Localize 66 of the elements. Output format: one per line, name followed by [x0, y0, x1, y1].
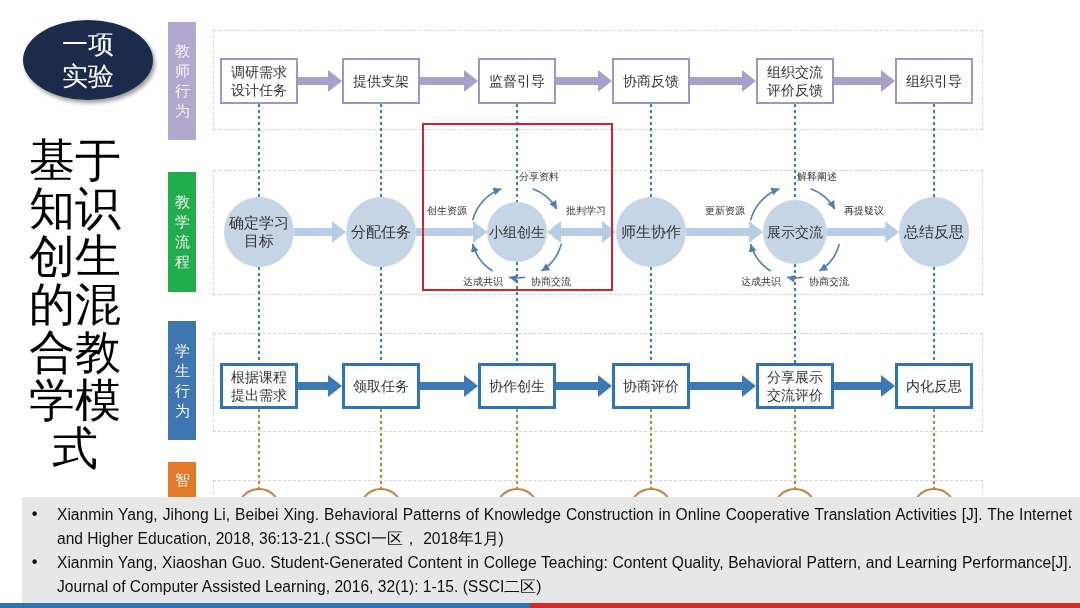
dashed-connector — [380, 408, 382, 489]
cycle-label: 批判学习 — [566, 205, 606, 217]
arrow — [834, 375, 895, 397]
reference-text: Xianmin Yang, Jihong Li, Beibei Xing. Behavioral Patterns of Knowledge Construction in Online Cooperative Translation Activities [J]. The Internet and Higher Education, 2018, 36:13-21.( SSCI一区， 2018年1月) — [57, 505, 1072, 549]
arrow — [834, 70, 895, 92]
process-box: 内化反思 — [895, 363, 973, 409]
arrow — [547, 221, 616, 243]
process-box: 协作创生 — [478, 363, 556, 409]
dashed-connector — [933, 408, 935, 489]
arrow — [420, 70, 478, 92]
bullet: • — [30, 505, 40, 526]
arrow — [298, 375, 342, 397]
cycle-label: 解释阐述 — [797, 171, 837, 183]
dashed-connector — [650, 408, 652, 489]
arrow — [294, 221, 346, 243]
process-box: 协商反馈 — [612, 58, 690, 104]
arrow — [416, 221, 487, 243]
dashed-connector — [650, 103, 652, 198]
arrow — [420, 375, 478, 397]
cycle-label: 协商交流 — [809, 276, 849, 288]
process-box: 根据课程提出需求 — [220, 363, 298, 409]
arrow — [827, 221, 899, 243]
dashed-connector — [516, 103, 518, 203]
cycle-label: 达成共识 — [741, 276, 781, 288]
ellipse-badge: 一项实验 — [23, 20, 153, 100]
cycle-label: 创生资源 — [427, 205, 467, 217]
dashed-connector — [380, 103, 382, 198]
lane-label-bar: 智 — [168, 462, 196, 497]
lane-label-bar: 学生行为 — [168, 321, 196, 440]
process-box: 调研需求设计任务 — [220, 58, 298, 104]
dashed-connector — [258, 408, 260, 489]
process-box: 分享展示交流评价 — [756, 363, 834, 409]
process-circle: 分配任务 — [346, 197, 416, 267]
process-box: 提供支架 — [342, 58, 420, 104]
dashed-connector — [258, 103, 260, 198]
process-circle: 展示交流 — [763, 200, 827, 264]
cycle-label: 更新资源 — [705, 205, 745, 217]
bullet: • — [30, 553, 40, 574]
dashed-connector — [794, 263, 796, 364]
arrow — [556, 375, 612, 397]
process-box: 监督引导 — [478, 58, 556, 104]
process-box: 组织交流评价反馈 — [756, 58, 834, 104]
process-circle: 师生协作 — [616, 197, 686, 267]
dashed-connector — [794, 408, 796, 489]
process-box: 领取任务 — [342, 363, 420, 409]
cycle-label: 达成共识 — [463, 276, 503, 288]
arrow — [690, 375, 756, 397]
dashed-connector — [516, 261, 518, 364]
process-box: 组织引导 — [895, 58, 973, 104]
process-circle: 总结反思 — [899, 197, 969, 267]
cycle-label: 分享资料 — [519, 171, 559, 183]
cycle-label: 再提疑议 — [844, 205, 884, 217]
dashed-connector — [933, 103, 935, 198]
arrow — [556, 70, 612, 92]
cycle-label: 协商交流 — [531, 276, 571, 288]
dashed-connector — [516, 408, 518, 489]
title-text: 基于知识创生的混合教学模式 — [28, 136, 122, 472]
arrow — [298, 70, 342, 92]
process-box: 协商评价 — [612, 363, 690, 409]
lane-label-bar: 教师行为 — [168, 22, 196, 140]
arrow — [686, 221, 763, 243]
process-circle: 确定学习目标 — [224, 197, 294, 267]
reference-text: Xianmin Yang, Xiaoshan Guo. Student-Generated Content in College Teaching: Content Quality, Behavioral Pattern, and Learning Performance[J]. Journal of Computer Assisted Learning, 2016, 32(1): 1-15. (SSCI二区) — [57, 553, 1072, 597]
process-circle: 小组创生 — [487, 202, 547, 262]
arrow — [690, 70, 756, 92]
lane-label-bar: 教学流程 — [168, 172, 196, 292]
